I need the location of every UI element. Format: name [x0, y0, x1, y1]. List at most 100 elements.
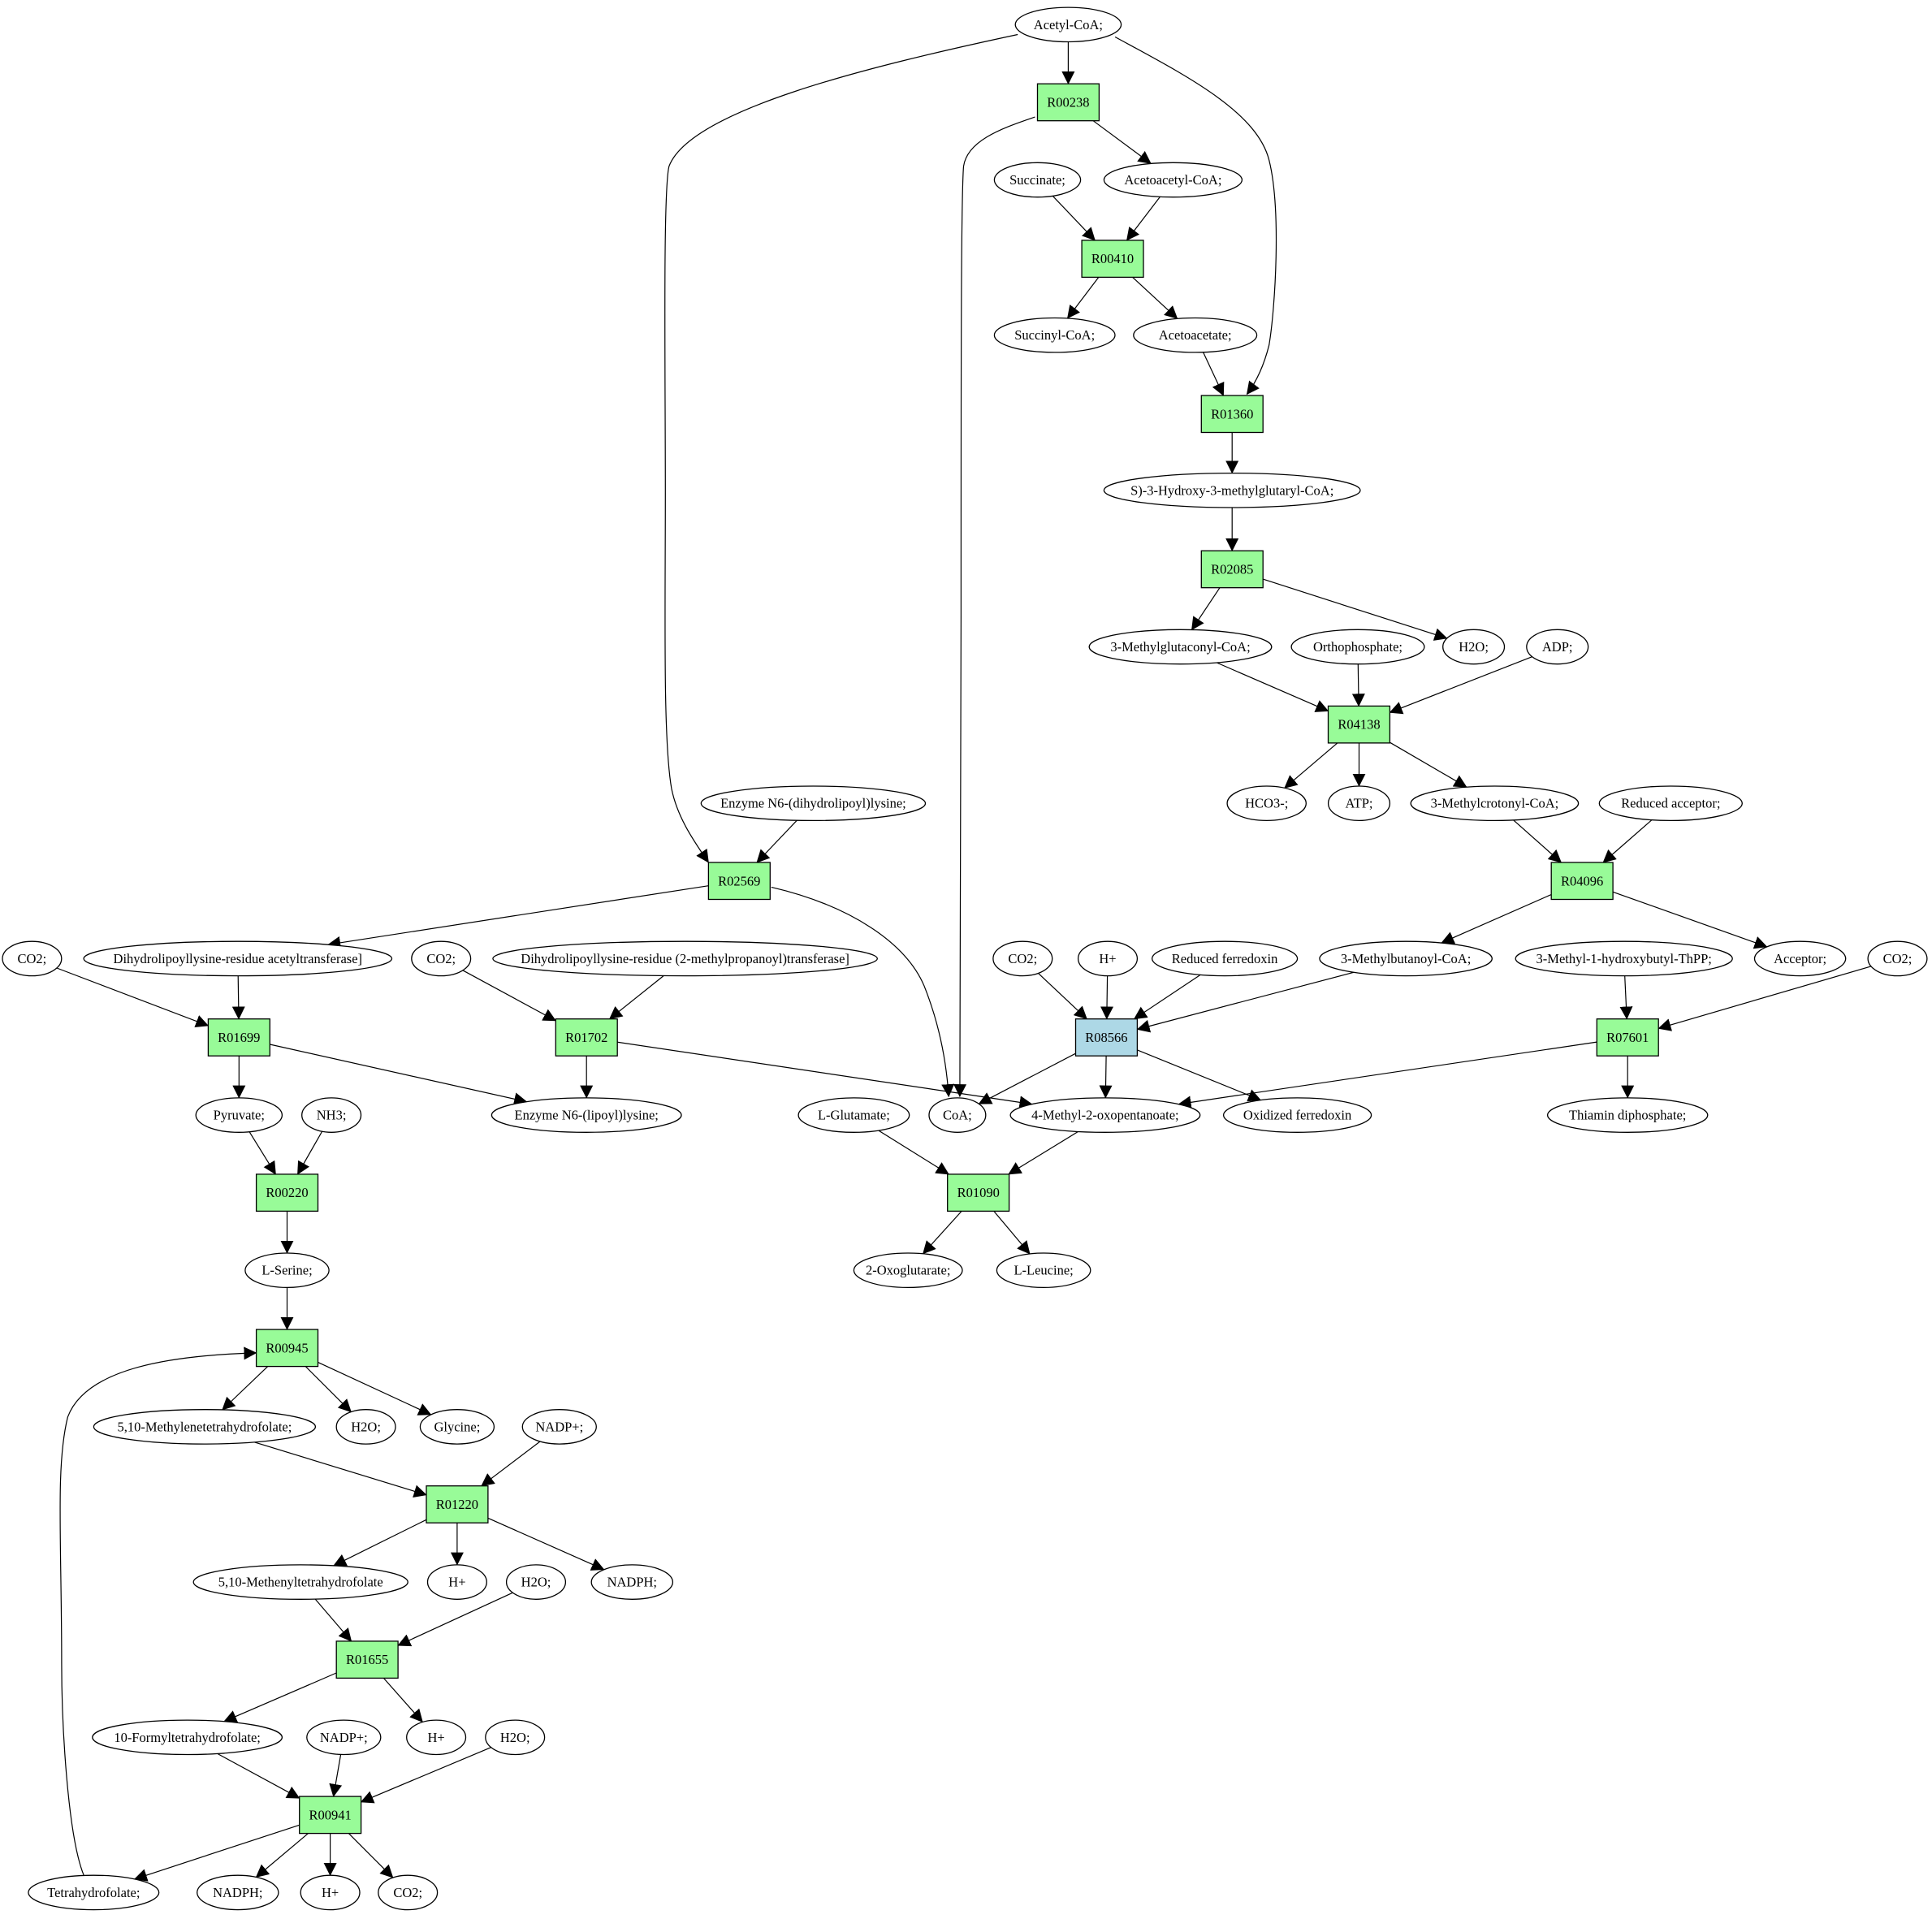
- metabolite-shape: [1546, 1097, 1709, 1133]
- node-label: R01699: [218, 1030, 260, 1045]
- node-label: H2O;: [351, 1419, 381, 1434]
- node-r01360: R01360: [1200, 395, 1264, 434]
- node-label: H+: [448, 1575, 465, 1590]
- metabolite-shape: [797, 1097, 910, 1133]
- edge-dihydro_acetyltransferase-to-r01699: [231, 975, 245, 1020]
- node-methylcrotonyl-coa: 3-Methylcrotonyl-CoA;: [1410, 785, 1580, 822]
- edge-r00945-to-glycine: [318, 1361, 432, 1415]
- edge-r07601-to-methyl_oxopentanoate: [1178, 1041, 1597, 1109]
- node-adp: ADP;: [1526, 629, 1589, 665]
- metabolite-shape: [1077, 940, 1139, 977]
- node-h-plus-c: H+: [406, 1719, 467, 1756]
- edge-r01220-to-methenyl_thf: [333, 1519, 427, 1567]
- node-label: 5,10-Methylenetetrahydrofolate;: [117, 1419, 292, 1434]
- node-nh3: NH3;: [301, 1097, 362, 1133]
- node-acetoacetate: Acetoacetate;: [1133, 317, 1258, 353]
- metabolite-shape: [992, 940, 1053, 977]
- edge-r01090-to-l_leucine: [993, 1211, 1031, 1255]
- node-label: Acceptor;: [1774, 951, 1826, 966]
- metabolite-shape: [378, 1874, 439, 1911]
- edge-methylene_thf-to-r01220: [254, 1441, 427, 1498]
- edge-nh3-to-r00220: [296, 1130, 323, 1175]
- edge-r01655-to-formyl_thf: [223, 1672, 337, 1723]
- curved-edge-5: [59, 1346, 257, 1876]
- metabolite-shape: [1410, 785, 1580, 822]
- node-r07601: R07601: [1596, 1018, 1659, 1057]
- node-succinyl-coa: Succinyl-CoA;: [993, 317, 1116, 353]
- node-label: Oxidized ferredoxin: [1243, 1108, 1351, 1123]
- node-r01702: R01702: [555, 1018, 618, 1057]
- reaction-box: [207, 1018, 270, 1057]
- edge-co2_b-to-r01702: [462, 970, 557, 1022]
- metabolite-shape: [1327, 785, 1391, 822]
- node-label: R02569: [718, 873, 760, 888]
- node-label: R04138: [1338, 717, 1380, 733]
- node-label: Enzyme N6-(dihydrolipoyl)lysine;: [720, 796, 906, 811]
- node-co2-c: CO2;: [992, 940, 1053, 977]
- metabolite-shape: [192, 1564, 408, 1600]
- edge-r00410-to-acetoacetate: [1132, 276, 1178, 319]
- node-label: HCO3-;: [1245, 796, 1288, 811]
- node-label: R00238: [1047, 94, 1089, 110]
- edge-l_glutamate-to-r01090: [878, 1130, 949, 1175]
- node-label: 2-Oxoglutarate;: [866, 1263, 950, 1278]
- node-coa: CoA;: [928, 1097, 987, 1133]
- edge-acetoacetate-to-r01360: [1203, 352, 1225, 396]
- node-label: Pyruvate;: [214, 1108, 265, 1123]
- node-co2-b: CO2;: [411, 940, 472, 977]
- node-label: 3-Methylcrotonyl-CoA;: [1431, 796, 1559, 811]
- reaction-box: [335, 1640, 399, 1679]
- node-label: Glycine;: [434, 1419, 480, 1434]
- node-label: R01655: [346, 1652, 388, 1667]
- curved-edge-4: [771, 886, 955, 1098]
- node-label: CoA;: [943, 1108, 972, 1123]
- node-label: Dihydrolipoyllysine-residue (2-methylpro…: [521, 951, 849, 966]
- reaction-box: [255, 1173, 319, 1212]
- reaction-box: [707, 862, 771, 901]
- edge-methenyl_thf-to-r01655: [314, 1598, 352, 1642]
- node-acetyl-coa: Acetyl-CoA;: [1014, 6, 1122, 43]
- reaction-box: [255, 1329, 319, 1368]
- reaction-box: [555, 1018, 618, 1057]
- node-dihydro-methylpropanoyl: Dihydrolipoyllysine-residue (2-methylpro…: [492, 940, 878, 977]
- node-label: 3-Methylbutanoyl-CoA;: [1341, 951, 1471, 966]
- metabolite-shape: [93, 1409, 317, 1445]
- curved-edge-1: [664, 33, 1018, 863]
- node-label: ADP;: [1542, 639, 1573, 655]
- node-nadp-b: NADP+;: [306, 1719, 382, 1756]
- metabolite-shape: [1222, 1097, 1372, 1133]
- metabolite-shape: [1133, 317, 1258, 353]
- edge-formyl_thf-to-r00941: [217, 1753, 300, 1799]
- node-l-leucine: L-Leucine;: [996, 1252, 1091, 1289]
- node-label: Reduced acceptor;: [1621, 796, 1720, 811]
- reaction-box: [1596, 1018, 1659, 1057]
- node-r02569: R02569: [707, 862, 771, 901]
- metabolite-shape: [1867, 940, 1928, 977]
- node-h2o-c: H2O;: [485, 1719, 546, 1756]
- node-label: CO2;: [393, 1885, 422, 1900]
- metabolite-shape: [411, 940, 472, 977]
- node-reduced-ferredoxin: Reduced ferredoxin: [1151, 940, 1299, 977]
- node-label: R02085: [1211, 561, 1253, 577]
- node-label: L-Leucine;: [1014, 1263, 1073, 1278]
- node-acetoacetyl-coa: Acetoacetyl-CoA;: [1103, 162, 1243, 198]
- node-label: CO2;: [1008, 951, 1037, 966]
- metabolite-shape: [195, 1097, 283, 1133]
- node-label: Orthophosphate;: [1313, 639, 1403, 655]
- reaction-box: [1550, 862, 1614, 901]
- metabolite-shape: [928, 1097, 987, 1133]
- edge-r08566-to-methyl_oxopentanoate: [1099, 1056, 1113, 1099]
- edge-adp-to-r04138: [1389, 656, 1532, 715]
- edge-r01699-to-enzyme_lipoyl: [270, 1044, 528, 1106]
- metabolite-shape: [993, 162, 1082, 198]
- node-label: ATP;: [1346, 796, 1373, 811]
- edge-nadp_a-to-r01220: [481, 1441, 541, 1487]
- edge-dihydro_methylpropanoyl-to-r01702: [608, 975, 664, 1020]
- node-hco3: HCO3-;: [1226, 785, 1307, 822]
- node-methyl-oxopentanoate: 4-Methyl-2-oxopentanoate;: [1009, 1097, 1201, 1133]
- node-r01220: R01220: [426, 1485, 489, 1524]
- edge-methyl_oxopentanoate-to-r01090: [1008, 1130, 1078, 1175]
- node-r04096: R04096: [1550, 862, 1614, 901]
- metabolite-shape: [306, 1719, 382, 1756]
- node-methylbutanoyl-coa: 3-Methylbutanoyl-CoA;: [1319, 940, 1493, 977]
